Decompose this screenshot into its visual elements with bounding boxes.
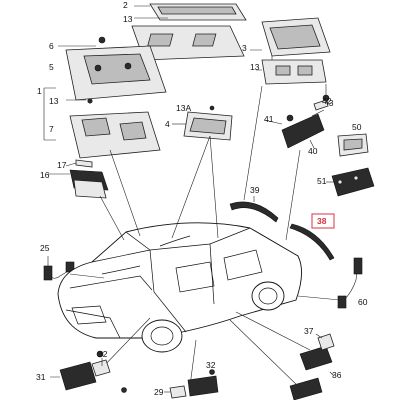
callout-43: 43 — [324, 98, 334, 108]
wiring-harness-left — [43, 256, 75, 281]
callout-39: 39 — [250, 185, 260, 195]
callout-13-top: 13 — [123, 14, 133, 24]
callout-42: 42 — [322, 96, 332, 106]
callout-13-left: 13 — [49, 96, 59, 106]
wiring-harness-right — [337, 257, 363, 309]
callout-13a: 13A — [176, 103, 191, 113]
roof-trim-strip — [229, 196, 279, 223]
callout-4: 4 — [165, 119, 170, 129]
callout-32-center: 32 — [206, 360, 216, 370]
callout-31: 31 — [36, 372, 46, 382]
highlighted-trim-strip — [289, 223, 335, 261]
sunroof-control-unit — [326, 133, 375, 197]
callout-13-right: 13 — [250, 62, 260, 72]
interior-lamp-lens — [172, 105, 233, 141]
callout-7: 7 — [49, 124, 54, 134]
callout-60: 60 — [358, 297, 368, 307]
callout-1: 1 — [37, 86, 42, 96]
callout-51: 51 — [317, 176, 327, 186]
callout-36: 36 — [332, 370, 342, 380]
callout-5: 5 — [49, 62, 54, 72]
callout-3: 3 — [242, 43, 247, 53]
callout-37: 37 — [304, 326, 314, 336]
callout-2: 2 — [123, 0, 128, 10]
leader-lines — [69, 85, 341, 389]
footwell-lamp-left — [50, 350, 127, 393]
callout-6: 6 — [49, 41, 54, 51]
reading-lamp-assembly — [48, 159, 109, 199]
door-lamp-assembly — [263, 99, 329, 149]
trunk-lamp-assembly — [289, 333, 335, 400]
callout-25: 25 — [40, 243, 50, 253]
front-console-housing — [250, 17, 331, 102]
footwell-lamp-center — [164, 369, 219, 399]
callout-38-box[interactable] — [311, 213, 335, 229]
callout-17: 17 — [57, 160, 67, 170]
car-body-outline — [57, 222, 302, 353]
callout-29: 29 — [154, 387, 164, 397]
callout-16: 16 — [40, 170, 50, 180]
callout-50: 50 — [352, 122, 362, 132]
callout-41: 41 — [264, 114, 274, 124]
roof-console-assembly — [43, 3, 247, 159]
callout-40: 40 — [308, 146, 318, 156]
callout-38[interactable]: 38 — [317, 216, 327, 226]
callout-32-left: 32 — [98, 349, 108, 359]
